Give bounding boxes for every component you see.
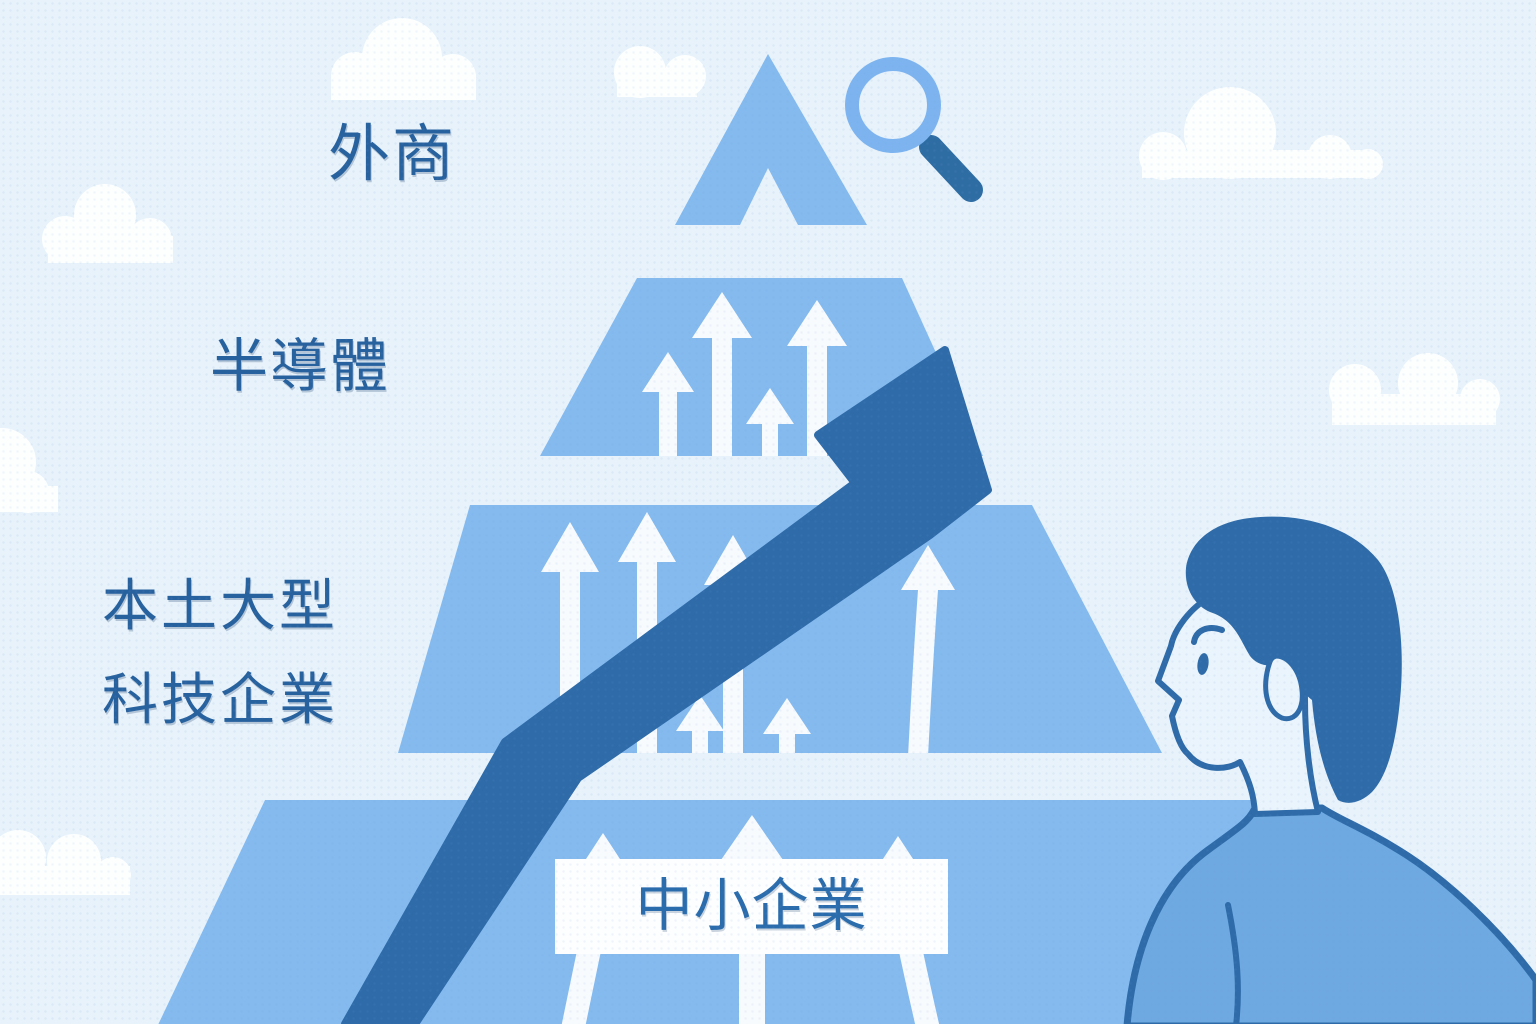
magnifying-glass-icon xyxy=(845,57,983,202)
cloud-right-middle xyxy=(1329,353,1500,425)
person-torso xyxy=(1123,804,1536,1024)
person-eye xyxy=(1197,653,1209,675)
cloud-left xyxy=(42,184,173,263)
person-ear xyxy=(1263,653,1305,722)
person-hair xyxy=(1185,516,1402,803)
person-back-seam xyxy=(1225,902,1241,1024)
cloud-top-center xyxy=(331,18,476,100)
label-sme: 中小企業 xyxy=(635,874,868,938)
cloud-left-edge xyxy=(0,428,58,513)
trend-arrow-icon xyxy=(341,346,992,1024)
person xyxy=(1123,516,1536,1024)
cloud-behind-peak xyxy=(614,46,706,98)
cloud-top-right xyxy=(1139,87,1383,180)
sme-label-box: 中小企業 xyxy=(555,859,948,954)
person-eyebrow xyxy=(1191,625,1225,645)
pyramid-tier-1 xyxy=(675,54,867,225)
growth-arrows-tier-2 xyxy=(642,292,847,456)
clouds xyxy=(0,18,1500,895)
cloud-bottom-left xyxy=(0,830,131,895)
